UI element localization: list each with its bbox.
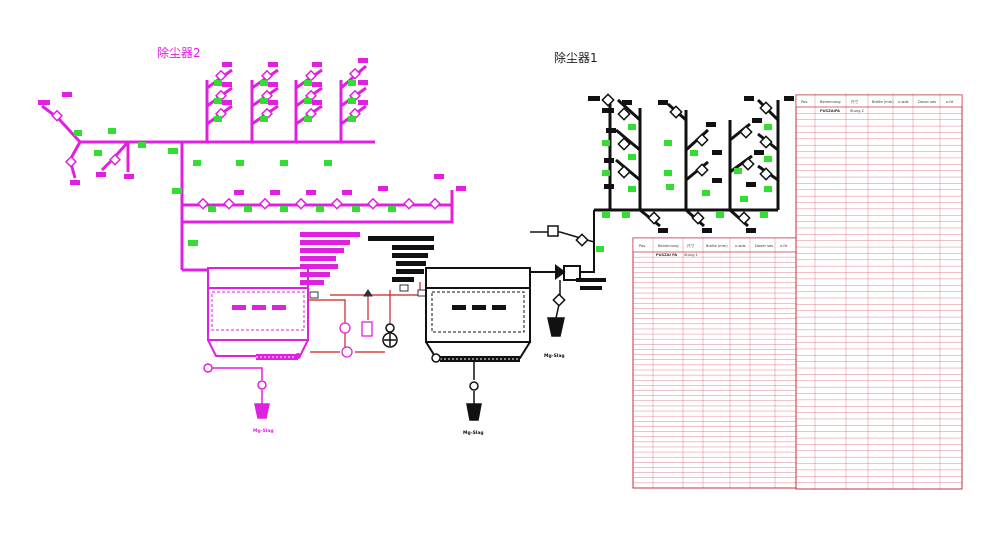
center-pump bbox=[382, 323, 398, 348]
dust-collector-2 bbox=[207, 267, 309, 357]
tl-bold-pos: PUSZAI PA bbox=[656, 253, 677, 257]
parts-table-right-header: Pos. Benennung 尺寸 Breite (mm) x-wds Daue… bbox=[801, 99, 953, 104]
magenta-tags bbox=[38, 58, 466, 195]
tl-h-xwds: x-wds bbox=[735, 244, 746, 248]
parts-table-left: Pos. Benennung 尺寸 Breite (mm) x-wds Daue… bbox=[632, 237, 802, 489]
slag-label-middle: Mg-Slag bbox=[463, 430, 484, 436]
slag-label-left: Mg-Slag bbox=[253, 428, 274, 434]
tr-h-pos: Pos. bbox=[801, 100, 808, 104]
collector-2-title: 除尘器2 bbox=[157, 45, 201, 60]
tr-h-xfd: x-fd bbox=[946, 100, 953, 104]
parts-table-left-grid bbox=[633, 238, 801, 489]
green-instrument-tags-right bbox=[596, 124, 772, 252]
tr-bold-stage: Stung 2 bbox=[850, 109, 864, 113]
tr-bold-pos: PUSZAIPA bbox=[820, 109, 840, 113]
black-tags bbox=[576, 96, 794, 290]
tl-h-xfd: x-fd bbox=[780, 244, 787, 248]
collector-1-filter-bars bbox=[452, 305, 506, 310]
tr-h-dauer: Dauer ses bbox=[918, 100, 936, 104]
slag-label-right: Mg-Slag bbox=[544, 353, 565, 359]
tl-h-pos: Pos. bbox=[639, 244, 646, 248]
tl-h-name: Benennung bbox=[658, 244, 679, 248]
slag-bin-left bbox=[254, 380, 270, 419]
tl-bold-stage: Stung 1 bbox=[684, 253, 698, 257]
parts-table-right: Pos. Benennung 尺寸 Breite (mm) x-wds Daue… bbox=[795, 93, 963, 490]
slag-bin-middle bbox=[466, 381, 482, 421]
tl-h-width: Breite (mm) bbox=[706, 244, 728, 248]
tr-h-xwds: x-wds bbox=[898, 100, 909, 104]
tr-h-size: 尺寸 bbox=[851, 99, 859, 104]
collector-1-inlet-branch bbox=[530, 225, 595, 337]
center-valves bbox=[309, 284, 427, 299]
collector-1-label-blocks bbox=[368, 236, 434, 282]
parts-table-left-header: Pos. Benennung 尺寸 Breite (mm) x-wds Daue… bbox=[639, 243, 787, 248]
collector-1-screw-conveyor bbox=[431, 353, 520, 380]
collector-2-label-blocks bbox=[300, 232, 360, 285]
collector-1-inlet bbox=[530, 210, 595, 281]
red-process-lines bbox=[308, 282, 421, 355]
dust-collector-1 bbox=[425, 267, 531, 359]
black-valves bbox=[601, 93, 773, 225]
tr-h-name: Benennung bbox=[820, 100, 841, 104]
tl-h-dauer: Dauer ses bbox=[755, 244, 773, 248]
tr-h-width: Breite (mm) bbox=[872, 100, 894, 104]
green-instrument-tags-left bbox=[74, 80, 396, 246]
collector-1-title: 除尘器1 bbox=[554, 50, 598, 65]
center-instruments bbox=[339, 321, 373, 358]
collector-2-filter-bars bbox=[232, 305, 286, 310]
tl-h-size: 尺寸 bbox=[687, 243, 695, 248]
magenta-valves bbox=[50, 67, 442, 210]
parts-table-right-grid bbox=[796, 93, 962, 490]
collector-2-screw-conveyor bbox=[203, 353, 301, 380]
